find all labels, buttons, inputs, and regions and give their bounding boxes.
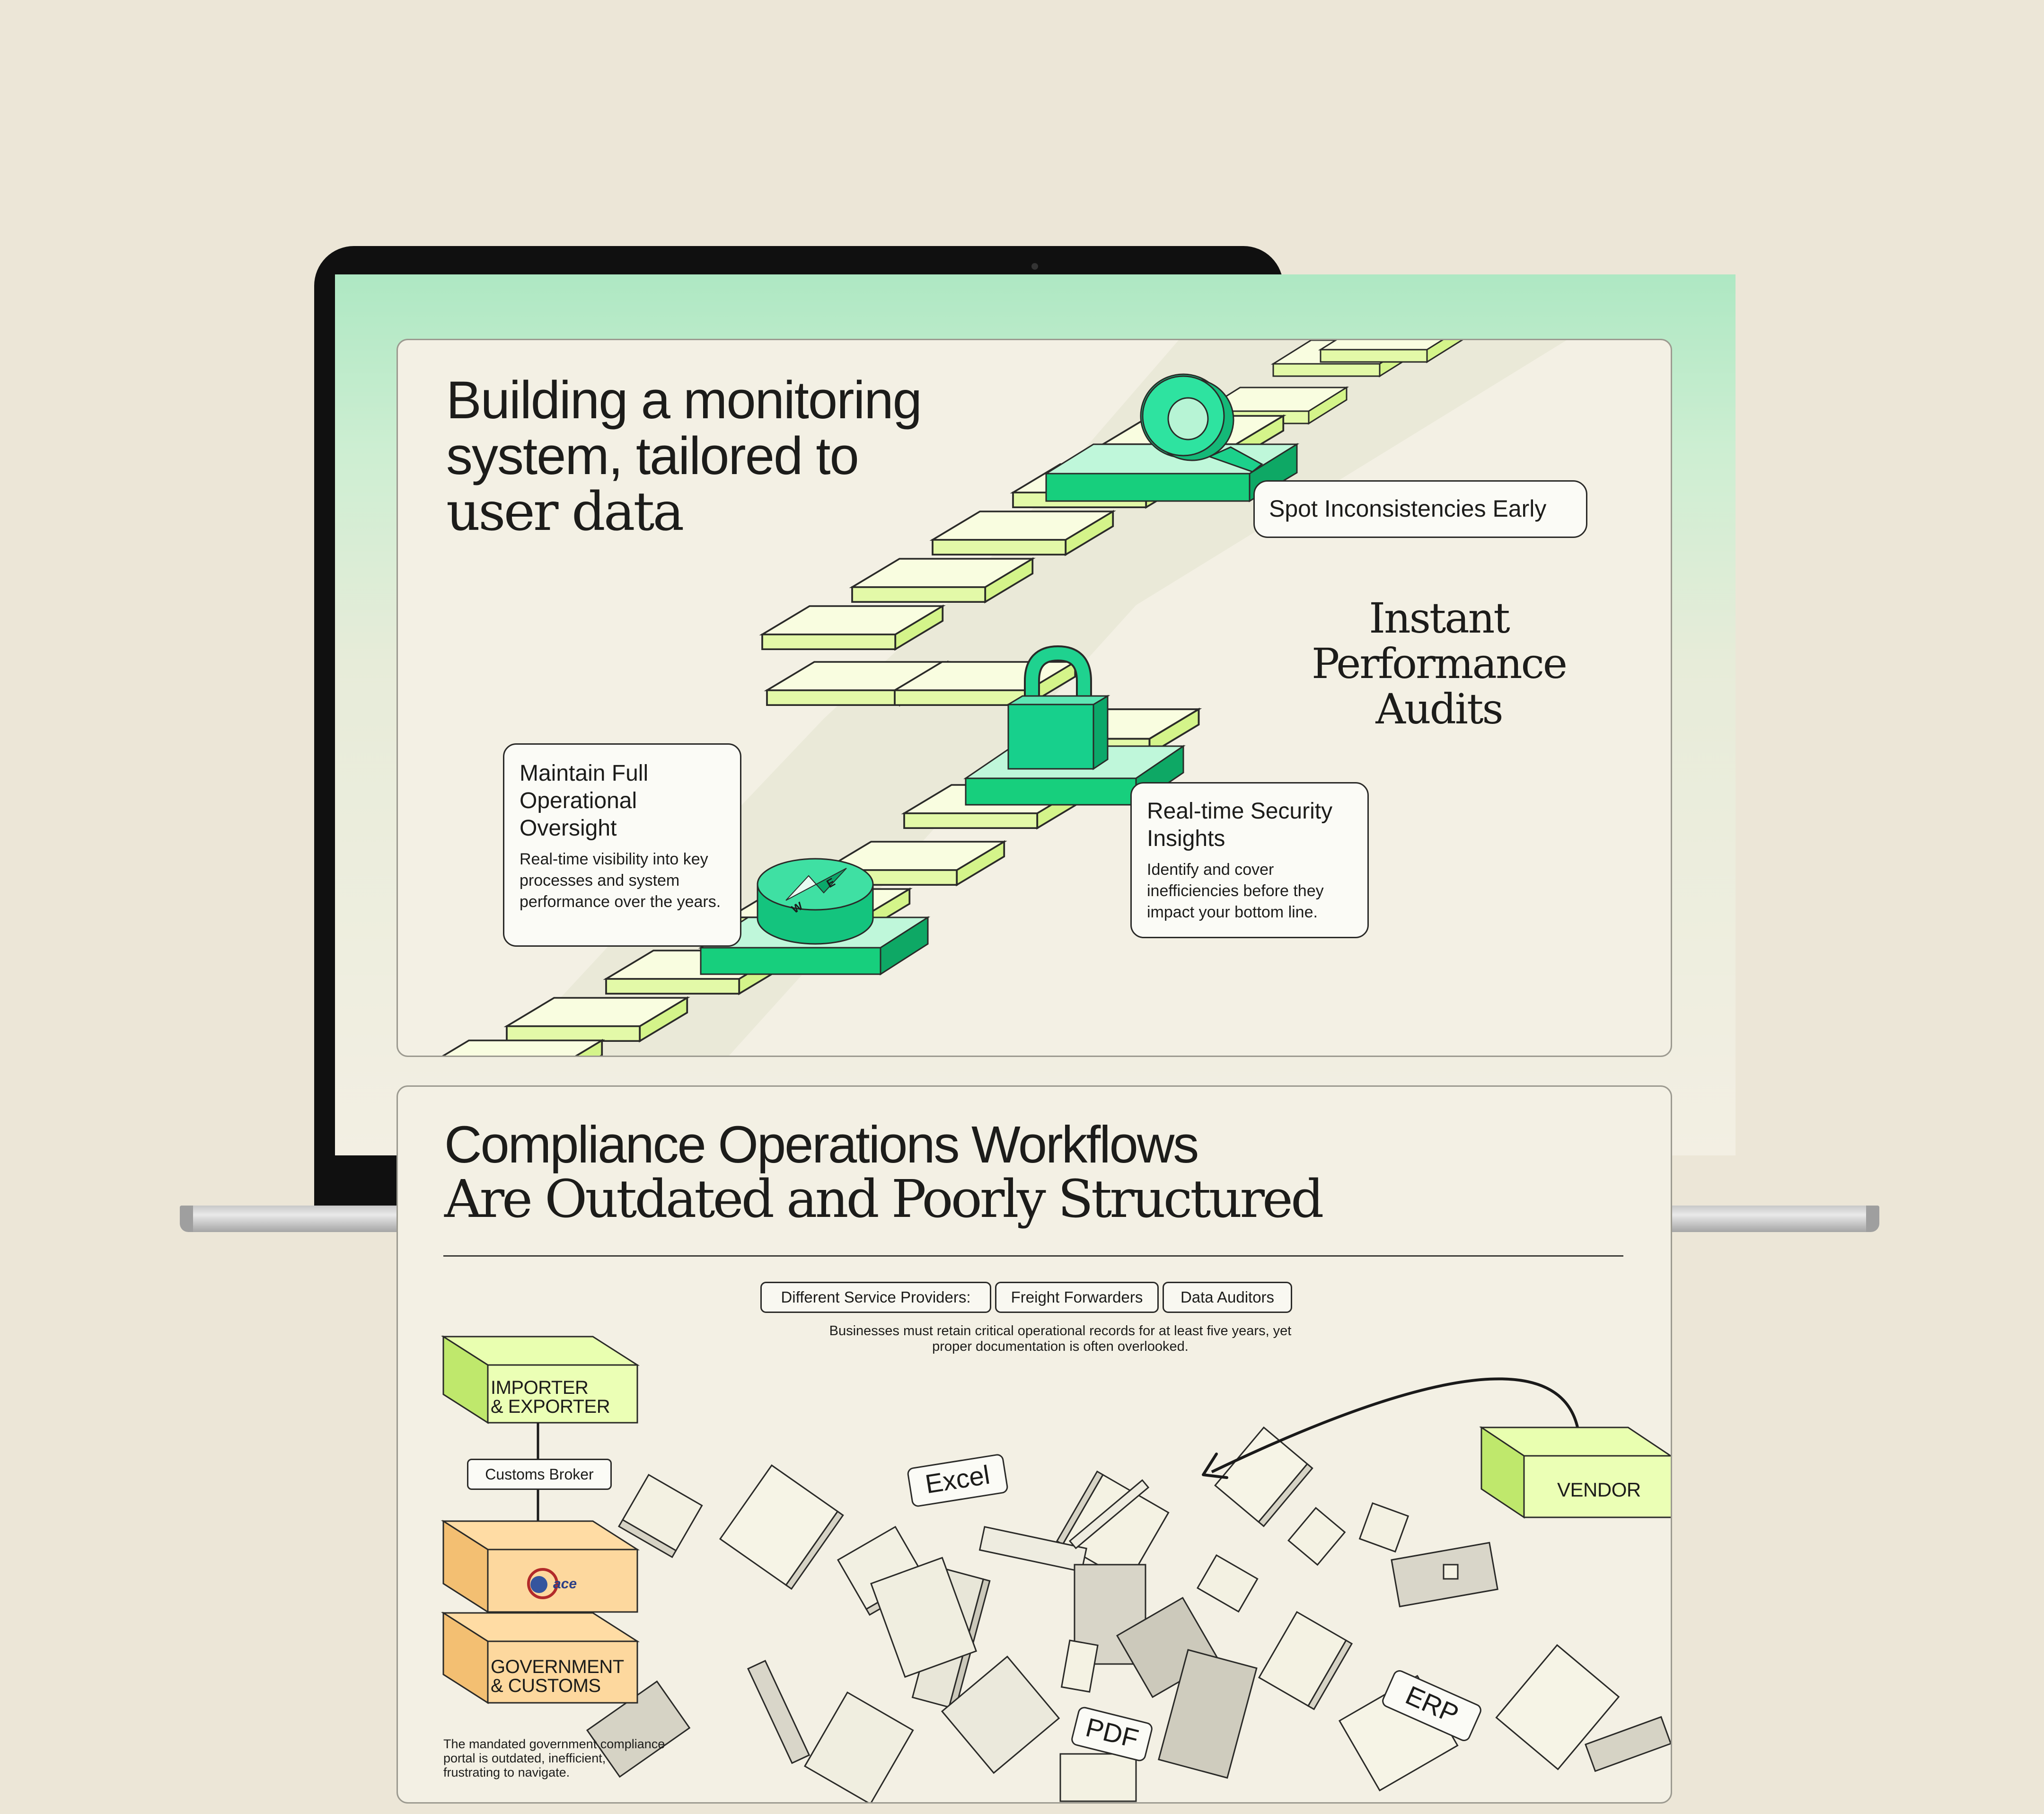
compliance-title: Compliance Operations Workflows Are Outd… [444, 1116, 1324, 1229]
government-line1: GOVERNMENT [491, 1656, 624, 1677]
ace-logo-text: ace [553, 1576, 577, 1592]
compass-icon: E W [757, 858, 874, 945]
laptop-foot-right [1866, 1206, 1879, 1232]
stairway-illustration: E W [421, 340, 1567, 1056]
retain-records-note: Businesses must retain critical operatio… [829, 1323, 1292, 1354]
padlock-icon [1005, 645, 1110, 770]
ace-box [441, 1520, 640, 1613]
instant-line2: Performance [1312, 639, 1568, 688]
scattered-documents [534, 1426, 1671, 1802]
magnifier-icon [1140, 373, 1263, 473]
monitoring-title-line2: system, tailored to [446, 426, 859, 485]
vendor-arrow [1211, 1377, 1582, 1473]
instant-performance-audits: Instant Performance Audits [1306, 596, 1571, 732]
callout-spot-inconsistencies: Spot Inconsistencies Early [1253, 480, 1587, 538]
importer-box [441, 1335, 640, 1424]
callout-security-body: Identify and cover inefficiencies before… [1147, 861, 1324, 921]
government-box [441, 1611, 640, 1704]
compliance-illustration: ace [441, 1335, 1671, 1802]
ace-logo: ace [527, 1568, 577, 1599]
monitoring-card: E W Building a monitoring system, tailor… [396, 339, 1672, 1057]
instant-line1: Instant [1369, 594, 1510, 643]
vendor-arrowhead [1202, 1453, 1228, 1479]
pill-data-auditors: Data Auditors [1163, 1282, 1292, 1313]
instant-line3: Audits [1375, 685, 1503, 733]
government-line2: & CUSTOMS [491, 1675, 601, 1696]
callout-oversight-body: Real-time visibility into key processes … [520, 850, 721, 911]
portal-note: The mandated government compliance porta… [443, 1737, 665, 1779]
vendor-box [1479, 1426, 1671, 1519]
compliance-title-line2: Are Outdated and Poorly Structured [444, 1169, 1324, 1229]
title-divider [443, 1255, 1623, 1257]
compliance-card: Compliance Operations Workflows Are Outd… [396, 1085, 1672, 1804]
callout-spot-label: Spot Inconsistencies Early [1269, 495, 1547, 522]
importer-line1: IMPORTER [491, 1377, 589, 1398]
callout-oversight: Maintain Full Operational Oversight Real… [503, 743, 741, 947]
monitoring-title-line1: Building a monitoring [446, 370, 922, 430]
callout-security: Real-time Security Insights Identify and… [1130, 782, 1369, 938]
callout-oversight-title: Maintain Full Operational Oversight [520, 761, 649, 841]
compliance-title-line1: Compliance Operations Workflows [444, 1116, 1199, 1174]
customs-broker-tag: Customs Broker [467, 1459, 612, 1490]
government-label: GOVERNMENT & CUSTOMS [491, 1657, 624, 1695]
vendor-label: VENDOR [1557, 1479, 1641, 1501]
pill-service-providers: Different Service Providers: [760, 1282, 991, 1313]
laptop-foot-left [180, 1206, 193, 1232]
monitoring-title-line3: user data [446, 481, 684, 543]
callout-security-title: Real-time Security Insights [1147, 799, 1333, 851]
monitoring-title: Building a monitoring system, tailored t… [446, 370, 922, 543]
pill-freight-forwarders: Freight Forwarders [995, 1282, 1159, 1313]
laptop-camera [1031, 263, 1038, 270]
importer-label: IMPORTER & EXPORTER [491, 1378, 610, 1416]
importer-line2: & EXPORTER [491, 1396, 610, 1417]
